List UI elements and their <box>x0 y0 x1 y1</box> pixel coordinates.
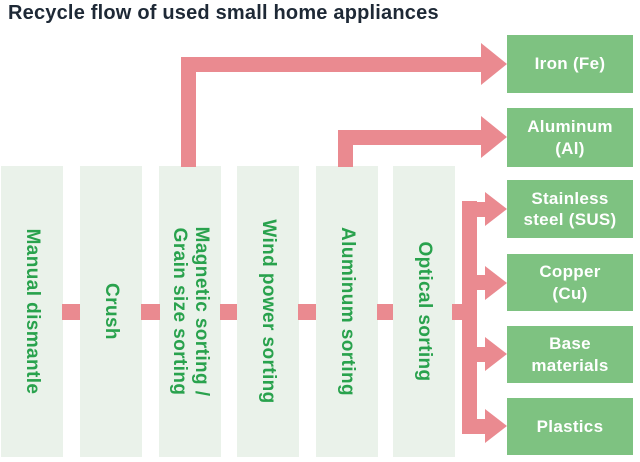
arrow-magnetic-to-iron-vertical <box>181 57 196 167</box>
page-title: Recycle flow of used small home applianc… <box>8 2 439 24</box>
process-step-label: Optical sorting <box>413 241 435 382</box>
flow-connector <box>220 304 237 320</box>
process-column-magnetic-grain-sorting: Magnetic sorting / Grain size sorting <box>159 166 221 457</box>
process-column-manual-dismantle: Manual dismantle <box>1 166 63 457</box>
flow-connector <box>298 304 316 320</box>
branch-trunk <box>462 201 477 434</box>
output-box-iron: Iron (Fe) <box>507 35 633 93</box>
process-step-label: Aluminum sorting <box>336 227 358 396</box>
arrow-aluminum-to-aluminum-horizontal <box>338 130 483 145</box>
arrowhead-to-iron-icon <box>481 43 507 85</box>
process-step-label: Manual dismantle <box>21 228 43 395</box>
arrowhead-to-aluminum-icon <box>481 116 507 158</box>
process-column-crush: Crush <box>80 166 142 457</box>
flow-connector <box>377 304 393 320</box>
arrow-magnetic-to-iron-horizontal <box>181 57 483 72</box>
optical-to-trunk-connector <box>452 304 462 320</box>
flow-connector <box>62 304 80 320</box>
output-box-stainless-steel: Stainless steel (SUS) <box>507 180 633 238</box>
arrowhead-to-plastics-icon <box>485 409 507 443</box>
process-column-aluminum-sorting: Aluminum sorting <box>316 166 378 457</box>
flow-connector <box>141 304 160 320</box>
process-column-optical-sorting: Optical sorting <box>393 166 455 457</box>
process-column-wind-power-sorting: Wind power sorting <box>237 166 299 457</box>
output-box-base-materials: Base materials <box>507 326 633 383</box>
process-step-label: Magnetic sorting / Grain size sorting <box>169 226 212 397</box>
arrowhead-to-base-materials-icon <box>485 337 507 371</box>
output-box-copper: Copper (Cu) <box>507 254 633 311</box>
arrowhead-to-copper-icon <box>485 266 507 300</box>
process-step-label: Crush <box>100 283 122 340</box>
output-box-aluminum: Aluminum (Al) <box>507 108 633 167</box>
process-step-label: Wind power sorting <box>257 219 279 404</box>
output-box-plastics: Plastics <box>507 398 633 455</box>
arrowhead-to-stainless-icon <box>485 192 507 226</box>
